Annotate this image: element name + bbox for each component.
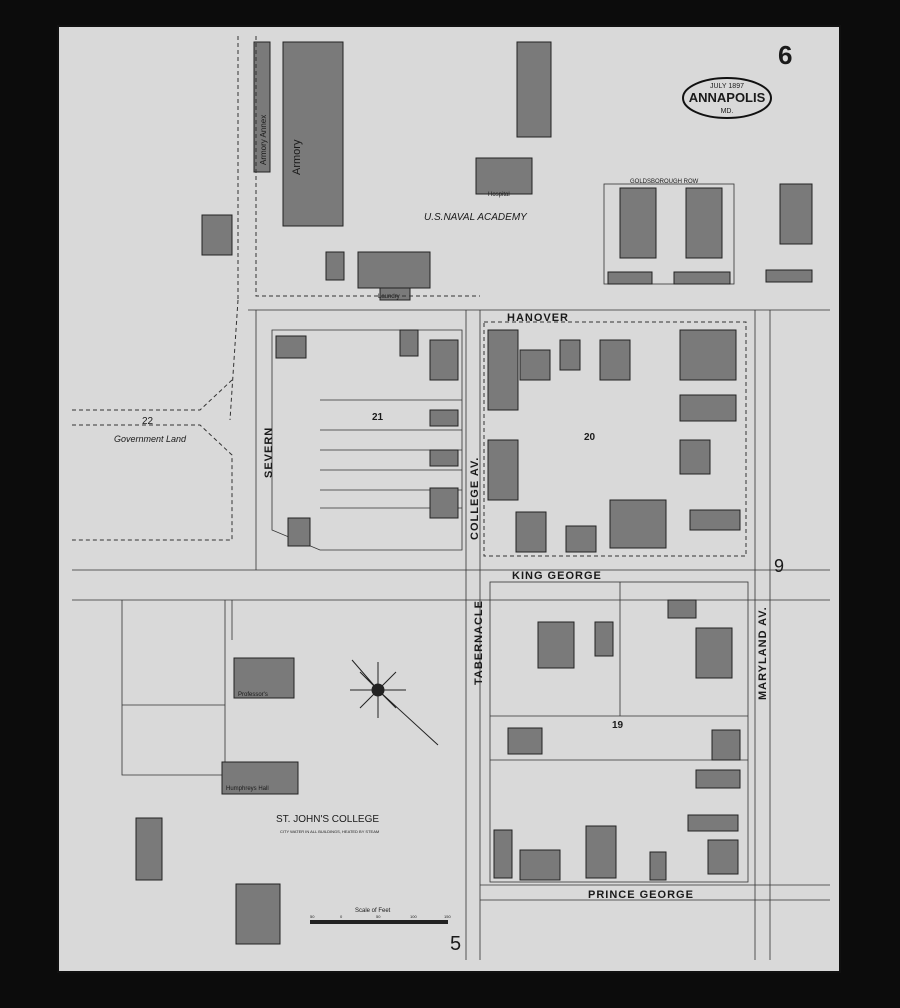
svg-text:Armory: Armory — [291, 139, 303, 175]
svg-text:ST. JOHN'S COLLEGE: ST. JOHN'S COLLEGE — [276, 814, 379, 825]
block-19: 19 — [489, 581, 749, 883]
svg-text:0: 0 — [340, 914, 343, 919]
svg-text:CITY WATER IN ALL BUILDINGS, H: CITY WATER IN ALL BUILDINGS, HEATED BY S… — [280, 829, 379, 834]
naval-academy-area: Armory Annex Armory Hospital Laundry U.S… — [201, 36, 813, 421]
sheet-ref-5: 5 — [450, 933, 461, 955]
svg-text:Hospital: Hospital — [488, 192, 510, 198]
svg-text:21: 21 — [372, 412, 384, 423]
street-prince-george: PRINCE GEORGE — [588, 889, 694, 901]
svg-text:100: 100 — [410, 914, 417, 919]
svg-text:20: 20 — [584, 432, 596, 443]
street-college-av: COLLEGE AV. — [469, 457, 481, 540]
svg-text:150: 150 — [444, 914, 451, 919]
block-20: 20 — [483, 321, 747, 557]
compass-rose-icon — [350, 659, 439, 746]
svg-text:50: 50 — [376, 914, 381, 919]
svg-text:MD.: MD. — [721, 108, 734, 115]
svg-text:JULY 1897: JULY 1897 — [710, 83, 744, 90]
st-johns-college: Professor's Humphreys Hall ST. JOHN'S CO… — [121, 600, 439, 945]
street-maryland-av: MARYLAND AV. — [757, 606, 769, 700]
svg-text:22: 22 — [142, 416, 154, 427]
block-21: 21 — [271, 329, 463, 551]
svg-text:Scale of Feet: Scale of Feet — [355, 908, 391, 914]
scale-bar: Scale of Feet 50 0 50 100 150 — [310, 908, 451, 924]
street-severn: SEVERN — [263, 427, 275, 478]
city-stamp: JULY 1897 ANNAPOLIS MD. — [682, 77, 772, 119]
svg-text:Humphreys Hall: Humphreys Hall — [226, 786, 269, 792]
svg-text:GOLDSBOROUGH ROW: GOLDSBOROUGH ROW — [630, 179, 699, 185]
svg-text:U.S.NAVAL ACADEMY: U.S.NAVAL ACADEMY — [424, 212, 528, 223]
page-number: 6 — [778, 40, 792, 70]
svg-text:50: 50 — [310, 914, 315, 919]
svg-text:Laundry: Laundry — [378, 294, 400, 300]
street-hanover: HANOVER — [507, 312, 569, 324]
svg-text:Professor's: Professor's — [238, 692, 268, 698]
sheet-ref-9: 9 — [774, 556, 784, 576]
svg-text:Armory Annex: Armory Annex — [259, 115, 268, 165]
svg-text:19: 19 — [612, 720, 624, 731]
street-tabernacle: TABERNACLE — [473, 600, 485, 685]
street-king-george: KING GEORGE — [512, 570, 602, 582]
svg-text:Government Land: Government Land — [114, 434, 187, 444]
svg-text:ANNAPOLIS: ANNAPOLIS — [689, 90, 766, 105]
